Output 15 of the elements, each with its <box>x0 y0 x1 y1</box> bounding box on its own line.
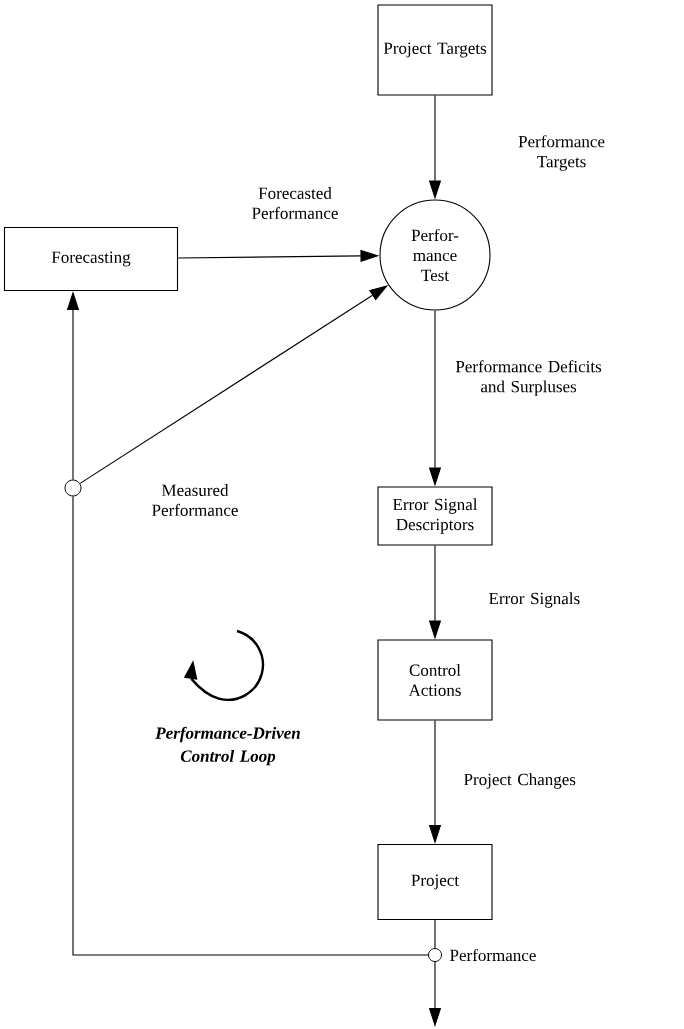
caption: Performance-Driven Control Loop <box>155 726 300 766</box>
process-box: Project Targets <box>377 4 493 96</box>
edge-label: Project Changes <box>464 773 576 789</box>
edge-label: Forecasted Performance <box>252 187 338 219</box>
process-box: Forecasting <box>3 226 179 292</box>
junction-circle <box>64 479 82 497</box>
edge-label: Error Signals <box>489 592 580 608</box>
signal-label: Performance <box>450 948 536 962</box>
edge-label: Performance Targets <box>518 135 605 171</box>
edge-label: Performance Deficits and Surpluses <box>455 360 602 396</box>
process-box: Project <box>377 843 493 921</box>
circle-node: Perfor-mance Test <box>379 199 491 311</box>
edge-label: Measured Performance <box>152 484 238 516</box>
process-box: Control Actions <box>377 639 493 721</box>
process-box: Error Signal Descriptors <box>377 486 493 546</box>
